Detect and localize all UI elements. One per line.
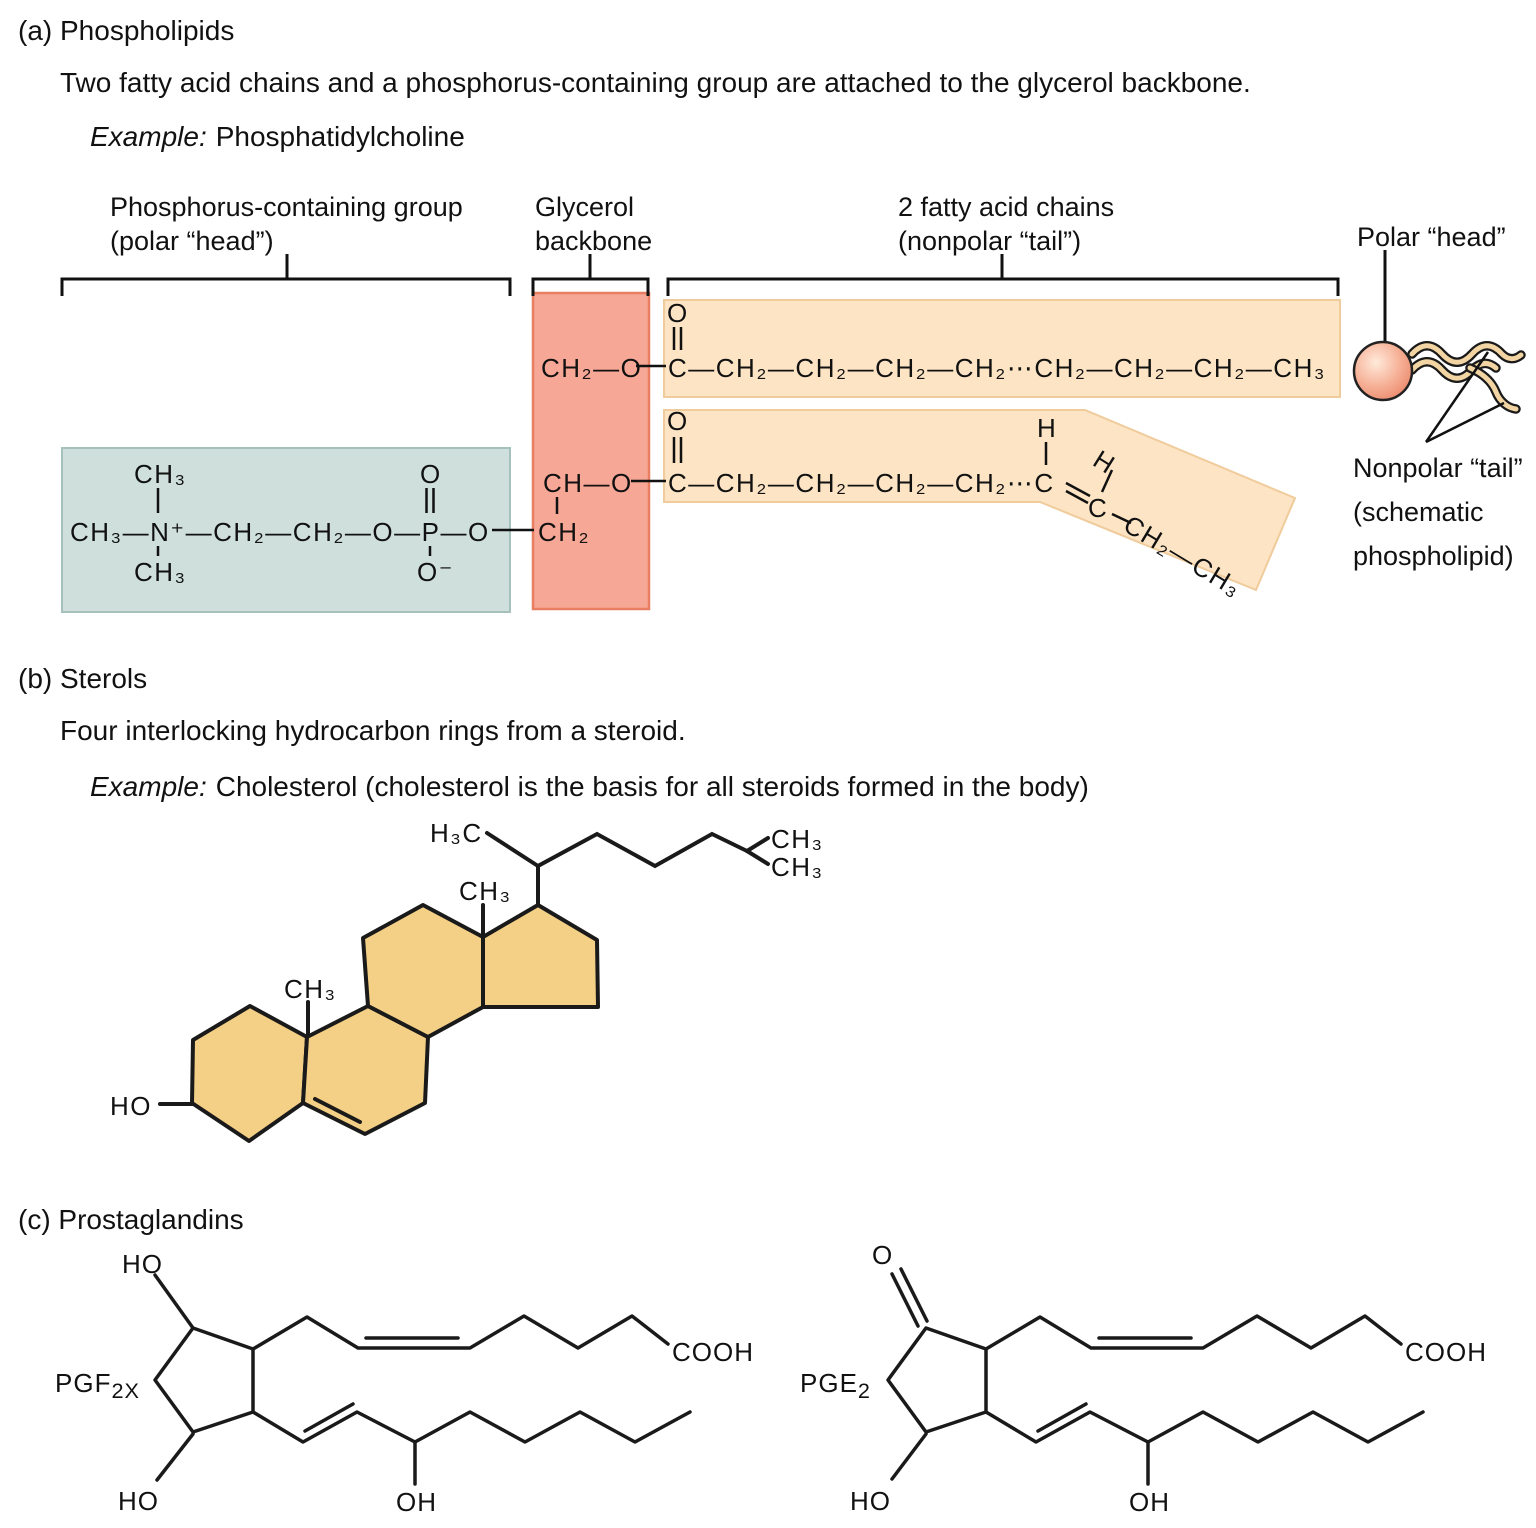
chain1-carbonyl-oxygen: O xyxy=(667,298,689,328)
pge-skeleton xyxy=(886,1267,1425,1486)
pgf-oh-mid: OH xyxy=(396,1487,437,1517)
chain2-h-left: H xyxy=(1037,413,1058,443)
section-b-example-value: Cholesterol (cholesterol is the basis fo… xyxy=(215,771,1089,802)
phosphorus-group-label: Phosphorus-containing group (polar “head… xyxy=(110,192,463,256)
pgf-name-subscript: 2X xyxy=(111,1378,140,1404)
cholesterol-ho-label: HO xyxy=(110,1091,152,1121)
cholesterol-ch3-end-top: CH₃ xyxy=(771,824,824,854)
section-b-description: Four interlocking hydrocarbon rings from… xyxy=(60,715,686,746)
section-c-heading: (c) Prostaglandins xyxy=(18,1204,244,1235)
fatty-chain-2: C—CH₂—CH₂—CH₂—CH₂⋯C xyxy=(668,468,1055,498)
pge-name-text: PGE xyxy=(800,1368,858,1398)
cholesterol-h3c-side: H₃C xyxy=(430,818,483,848)
pge-ho-bottom: HO xyxy=(850,1486,891,1516)
polar-head-label: Polar “head” xyxy=(1357,222,1506,252)
pgf-name: PGF2X xyxy=(55,1368,140,1405)
p-oxygen-top: O xyxy=(420,459,442,489)
pgf-name-text: PGF xyxy=(55,1368,112,1398)
phospholipid-tails xyxy=(1407,341,1526,414)
cholesterol-bonds xyxy=(158,831,770,1124)
n-methyl-top: CH₃ xyxy=(134,459,187,489)
section-a-heading: (a) Phospholipids xyxy=(18,15,235,46)
bracket-lines xyxy=(60,254,1340,296)
phosphate-group-box xyxy=(61,447,511,613)
cholesterol-ch3-ring-a: CH₃ xyxy=(284,974,337,1004)
glycerol-row3: CH₂ xyxy=(538,517,591,547)
pgf-cooh: COOH xyxy=(672,1337,754,1367)
section-a-example-label: Example: xyxy=(90,121,207,152)
glycerol-row2: CH—O xyxy=(543,468,633,498)
phospholipid-head-sphere xyxy=(1352,340,1414,402)
pge-oh-mid: OH xyxy=(1129,1487,1170,1517)
pge-name-subscript: 2 xyxy=(857,1378,871,1404)
section-a-example-value: Phosphatidylcholine xyxy=(215,121,465,152)
nonpolar-tail-pointer-lines xyxy=(1424,351,1505,444)
section-b-heading: (b) Sterols xyxy=(18,663,148,694)
n-methyl-bottom: CH₃ xyxy=(134,557,187,587)
fatty-chain-1: C—CH₂—CH₂—CH₂—CH₂⋯CH₂—CH₂—CH₂—CH₃ xyxy=(668,353,1326,383)
formula-bonds xyxy=(156,327,1132,556)
p-oxygen-bottom: O⁻ xyxy=(417,557,454,587)
fatty-acid-chains-label: 2 fatty acid chains (nonpolar “tail”) xyxy=(898,192,1115,256)
section-a-description: Two fatty acid chains and a phosphorus-c… xyxy=(60,67,1251,98)
pge-cooh: COOH xyxy=(1405,1337,1487,1367)
pge-name: PGE2 xyxy=(800,1368,871,1405)
pgf-ho-bottom: HO xyxy=(118,1486,159,1516)
phosphate-chain-formula: CH₃—N⁺—CH₂—CH₂—O—P—O xyxy=(70,517,490,547)
pgf-ho-top: HO xyxy=(122,1249,163,1279)
section-b-example: Example: Cholesterol (cholesterol is the … xyxy=(90,770,1089,804)
cholesterol-ring-a xyxy=(190,1004,309,1143)
pge-o-top: O xyxy=(872,1240,894,1270)
glycerol-backbone-box xyxy=(531,291,651,611)
cholesterol-ch3-end-bottom: CH₃ xyxy=(771,852,824,882)
section-a-example: Example: Phosphatidylcholine xyxy=(90,120,465,154)
cholesterol-ch3-ring-d: CH₃ xyxy=(459,876,512,906)
section-b-example-label: Example: xyxy=(90,771,207,802)
nonpolar-tail-label: Nonpolar “tail” (schematic phospholipid) xyxy=(1353,453,1523,571)
glycerol-row1: CH₂—O xyxy=(541,353,643,383)
cholesterol-rings xyxy=(190,903,600,1143)
cholesterol-ring-d xyxy=(481,903,600,1009)
fatty-acid-chain2-box xyxy=(663,409,1297,592)
glycerol-backbone-label: Glycerol backbone xyxy=(535,192,653,256)
pgf-skeleton xyxy=(153,1273,692,1486)
chain2-c-right: C xyxy=(1088,493,1109,523)
fatty-acid-chain1-box xyxy=(663,299,1341,398)
chain2-carbonyl-oxygen: O xyxy=(667,406,689,436)
